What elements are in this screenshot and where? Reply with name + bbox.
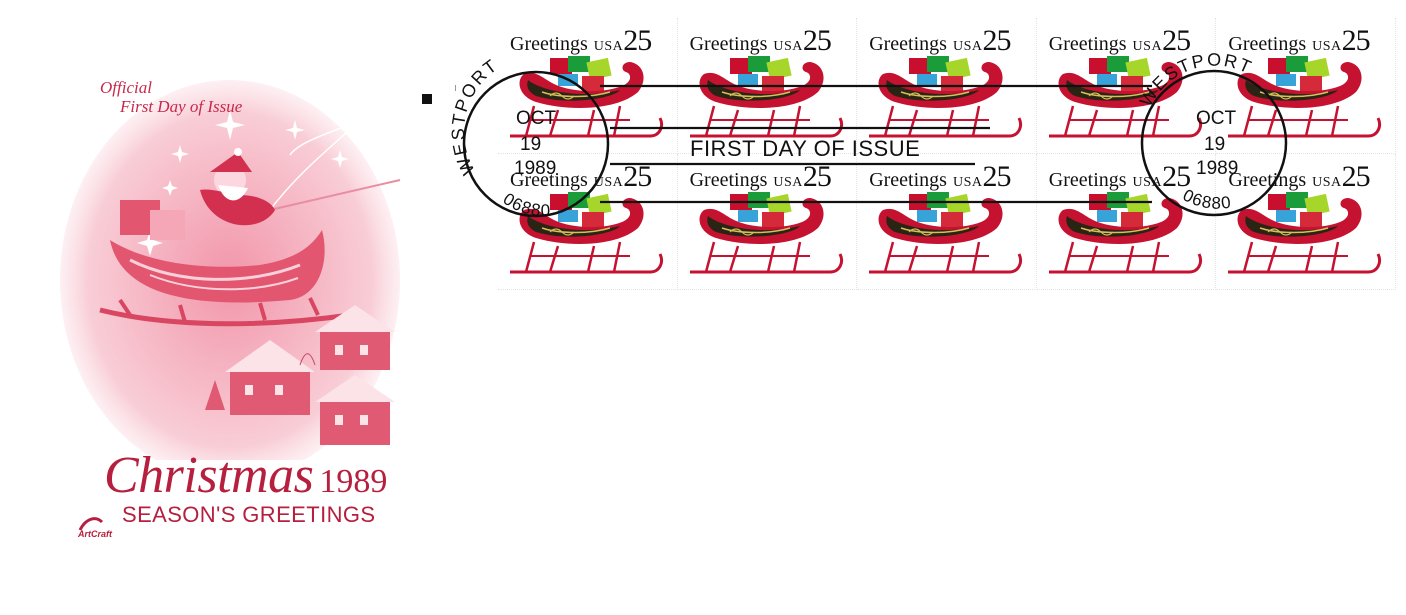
stamp-5: Greetings USA25 xyxy=(1216,18,1396,154)
stamp-greeting: Greetings xyxy=(1048,169,1127,191)
stamp-header: Greetings USA25 xyxy=(869,160,1011,194)
stamp-greeting: Greetings xyxy=(869,169,947,191)
stamp-3: Greetings USA25 xyxy=(857,18,1037,154)
postmark-left-town: WESTPORT xyxy=(448,55,502,178)
stamp-header: Greetings USA25 xyxy=(1228,160,1371,194)
stamp-header: Greetings USA25 xyxy=(510,24,652,58)
stamp-greeting: Greetings xyxy=(510,33,588,55)
stamp-8: Greetings USA25 xyxy=(857,154,1037,290)
stamp-denomination: 25 xyxy=(802,160,832,193)
stamp-denomination: 25 xyxy=(1341,160,1371,193)
stamp-country: USA xyxy=(593,175,624,190)
sleigh-icon xyxy=(510,56,664,138)
stamp-greeting: Greetings xyxy=(1228,169,1307,191)
stamp-denomination: 25 xyxy=(623,160,652,193)
stamp-denomination: 25 xyxy=(802,24,832,57)
stamp-greeting: Greetings xyxy=(689,33,768,55)
stamp-denomination: 25 xyxy=(1162,160,1191,193)
artcraft-logo: ArtCraft xyxy=(74,510,124,540)
artcraft-logo-icon: ArtCraft xyxy=(77,517,113,539)
stamp-header: Greetings USA25 xyxy=(1048,24,1191,58)
official-fdoi-caption: Official First Day of Issue xyxy=(100,78,242,116)
stamp-greeting: Greetings xyxy=(869,33,947,55)
sleigh-icon xyxy=(689,192,843,274)
sleigh-icon xyxy=(1228,56,1382,138)
stamp-country: USA xyxy=(952,175,983,190)
stamp-greeting: Greetings xyxy=(689,169,768,191)
stamp-denomination: 25 xyxy=(1341,24,1371,57)
sleigh-icon xyxy=(1048,192,1202,274)
stamp-country: USA xyxy=(1132,39,1163,54)
stamp-denomination: 25 xyxy=(1162,24,1191,57)
title-word: Christmas xyxy=(104,447,314,504)
stamp-2: Greetings USA25 xyxy=(677,18,858,154)
sleigh-icon xyxy=(510,192,664,274)
stamp-denomination: 25 xyxy=(623,24,652,57)
stamp-header: Greetings USA25 xyxy=(869,24,1011,58)
stamp-header: Greetings USA25 xyxy=(689,24,832,58)
stamp-6: Greetings USA25 xyxy=(498,154,678,290)
stamp-header: Greetings USA25 xyxy=(1228,24,1371,58)
stamp-country: USA xyxy=(1312,39,1342,54)
stamp-country: USA xyxy=(773,175,803,190)
sleigh-icon xyxy=(869,56,1023,138)
stamp-country: USA xyxy=(1312,175,1342,190)
first-day-label: First Day of Issue xyxy=(120,97,243,116)
stamp-4: Greetings USA25 xyxy=(1036,18,1217,154)
stamp-country: USA xyxy=(1132,175,1163,190)
registration-square xyxy=(422,94,432,104)
stamp-country: USA xyxy=(952,39,983,54)
stamp-10: Greetings USA25 xyxy=(1216,154,1396,290)
stamp-greeting: Greetings xyxy=(1048,33,1127,55)
cachet-subtitle: SEASON'S GREETINGS xyxy=(122,502,376,527)
stamp-denomination: 25 xyxy=(982,160,1011,193)
santa-sleigh-illustration xyxy=(60,80,401,460)
registration-tick xyxy=(455,85,460,91)
stamp-header: Greetings USA25 xyxy=(689,160,832,194)
artcraft-logo-text: ArtCraft xyxy=(77,529,113,539)
official-label: Official xyxy=(100,78,152,97)
stamp-country: USA xyxy=(773,39,803,54)
title-year: 1989 xyxy=(319,463,388,500)
stamp-7: Greetings USA25 xyxy=(677,154,858,290)
sleigh-icon xyxy=(1048,56,1202,138)
stamp-9: Greetings USA25 xyxy=(1036,154,1217,290)
sleigh-icon xyxy=(869,192,1023,274)
stamp-greeting: Greetings xyxy=(1228,33,1307,55)
stamp-1: Greetings USA25 xyxy=(498,18,678,154)
stamp-header: Greetings USA25 xyxy=(510,160,652,194)
sleigh-icon xyxy=(1228,192,1382,274)
stamp-country: USA xyxy=(593,39,624,54)
stamp-greeting: Greetings xyxy=(510,169,588,191)
sleigh-icon xyxy=(689,56,843,138)
stamp-header: Greetings USA25 xyxy=(1048,160,1191,194)
stamp-denomination: 25 xyxy=(982,24,1011,57)
